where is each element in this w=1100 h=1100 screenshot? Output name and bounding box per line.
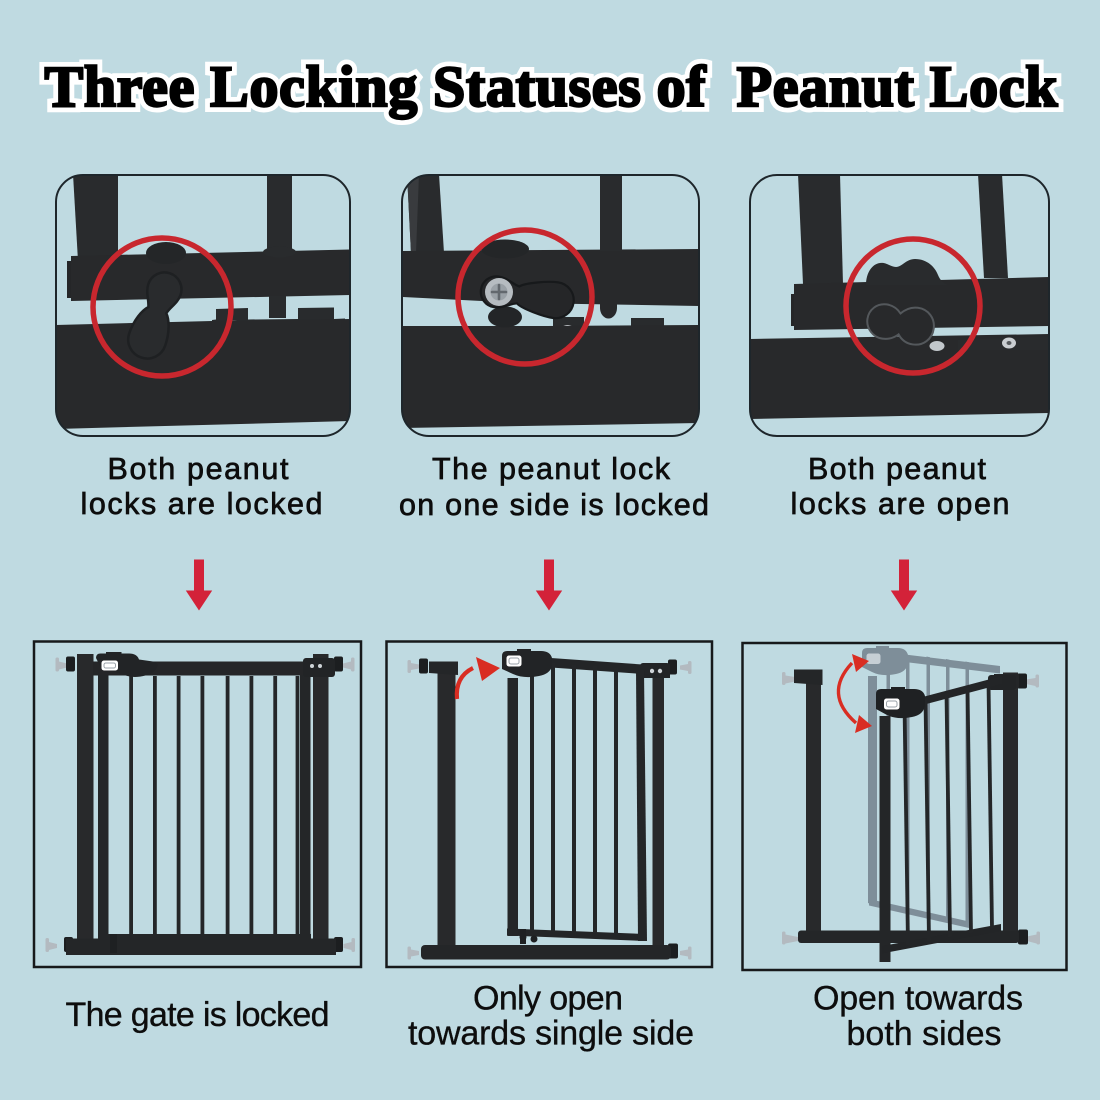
svg-text:Both peanut: Both peanut	[808, 452, 987, 486]
svg-text:locks are locked: locks are locked	[81, 487, 323, 521]
svg-text:Open towards: Open towards	[813, 980, 1023, 1018]
svg-text:The peanut lock: The peanut lock	[432, 452, 671, 486]
svg-text:both sides: both sides	[847, 1015, 1002, 1053]
svg-text:The gate is locked: The gate is locked	[66, 996, 330, 1034]
svg-text:towards single side: towards single side	[408, 1015, 694, 1053]
svg-text:Both peanut: Both peanut	[108, 452, 290, 486]
svg-text:on one side is locked: on one side is locked	[399, 488, 709, 522]
svg-text:Three Locking Statuses of Pea: Three Locking Statuses of Peanut Lock	[45, 54, 1059, 119]
svg-text:Only open: Only open	[473, 980, 623, 1018]
svg-text:Three Locking Statuses of Pea: Three Locking Statuses of Peanut Lock	[45, 54, 1059, 119]
svg-text:locks are open: locks are open	[791, 487, 1010, 521]
